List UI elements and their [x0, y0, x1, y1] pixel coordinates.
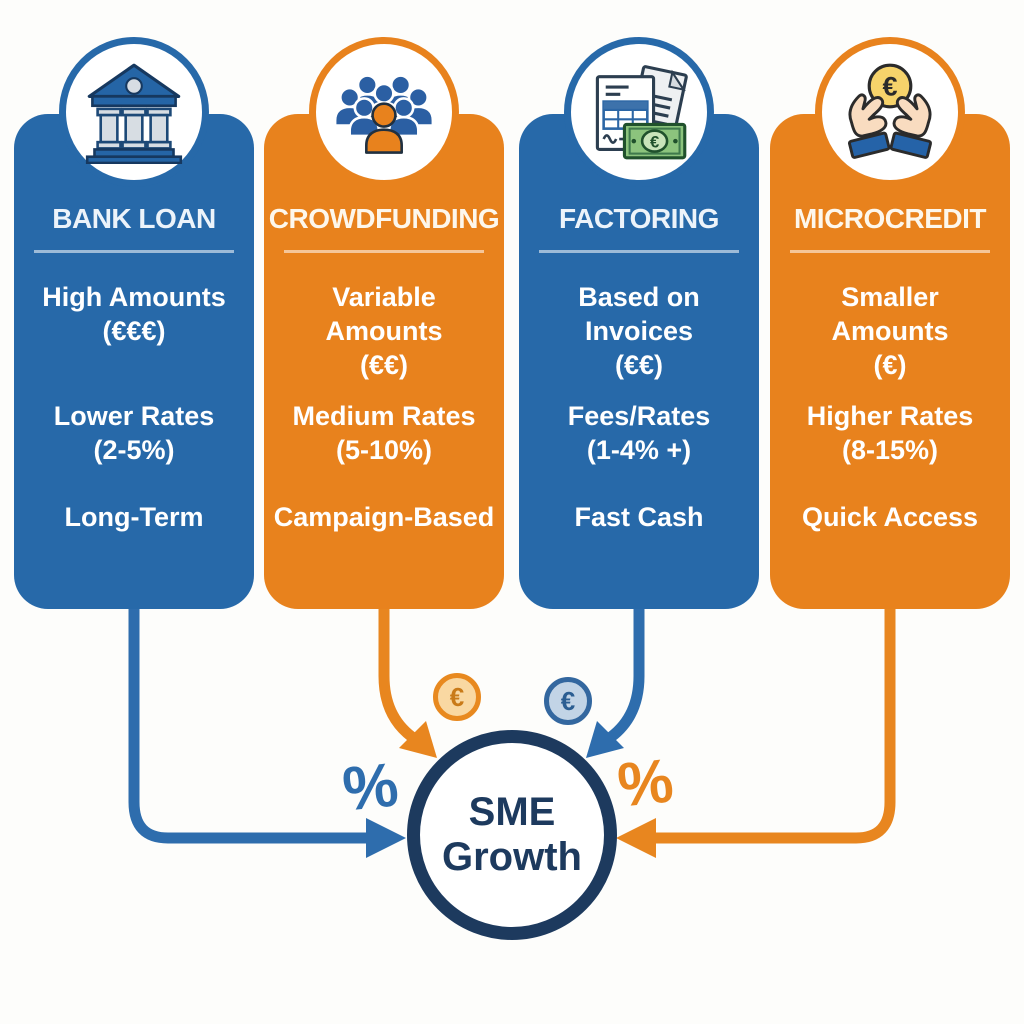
title-separator [790, 250, 990, 253]
crowdfunding-arrowhead [399, 721, 437, 758]
factoring-arrowhead [586, 721, 624, 758]
bank-icon-circle [59, 37, 209, 187]
crowd-icon [333, 74, 435, 154]
card-microcredit: € MICROCREDIT Smaller Amounts (€) Higher… [770, 37, 1010, 609]
percent-orange-icon: % [614, 746, 677, 821]
feature-rates: Lower Rates (2-5%) [53, 401, 215, 465]
svg-text:€: € [882, 71, 897, 101]
bank-loan-connector [128, 606, 368, 844]
invoice-money-icon: € [595, 65, 688, 160]
svg-text:€: € [650, 132, 659, 151]
euro-coin-blue-icon: € [544, 677, 592, 725]
card-title: CROWDFUNDING [268, 203, 500, 234]
feature-term: Fast Cash [574, 502, 704, 532]
card-title: FACTORING [559, 203, 719, 234]
percent-blue-icon: % [339, 750, 402, 825]
card-title: MICROCREDIT [793, 203, 987, 234]
factoring-connector [607, 606, 645, 742]
sme-growth-label-line2: Growth [442, 835, 582, 879]
sme-growth-circle: SME Growth [407, 730, 617, 940]
hands-euro-icon-circle: € [815, 37, 965, 187]
bank-loan-arrowhead [366, 818, 406, 858]
feature-amounts: High Amounts (€€€) [42, 282, 226, 346]
feature-term: Campaign-Based [273, 502, 495, 532]
card-factoring: € FACTORING Based on Invoices (€€) Fees/… [519, 37, 759, 609]
feature-amounts: Smaller Amounts (€) [831, 282, 949, 380]
microcredit-arrowhead [616, 818, 656, 858]
hands-euro-icon: € [848, 63, 933, 160]
title-separator [284, 250, 484, 253]
crowdfunding-connector [378, 606, 416, 742]
feature-rates: Higher Rates (8-15%) [806, 401, 974, 465]
title-separator [539, 250, 739, 253]
crowd-icon-circle [309, 37, 459, 187]
euro-symbol: € [449, 681, 465, 712]
euro-symbol: € [560, 685, 576, 716]
feature-amounts: Variable Amounts (€€) [325, 282, 443, 380]
feature-rates: Fees/Rates (1-4% +) [567, 401, 711, 465]
card-crowdfunding: CROWDFUNDING Variable Amounts (€€) Mediu… [264, 37, 504, 609]
invoice-icon-circle: € [564, 37, 714, 187]
euro-coin-orange-icon: € [433, 673, 481, 721]
sme-growth-label-line1: SME [468, 790, 556, 834]
bank-icon [85, 63, 183, 164]
microcredit-connector [654, 606, 896, 844]
feature-term: Quick Access [801, 502, 979, 532]
feature-term: Long-Term [64, 502, 204, 532]
title-separator [34, 250, 234, 253]
card-bank-loan: BANK LOAN High Amounts (€€€) Lower Rates… [14, 37, 254, 609]
feature-rates: Medium Rates (5-10%) [292, 401, 476, 465]
feature-amounts: Based on Invoices (€€) [578, 282, 700, 380]
card-title: BANK LOAN [52, 203, 216, 234]
